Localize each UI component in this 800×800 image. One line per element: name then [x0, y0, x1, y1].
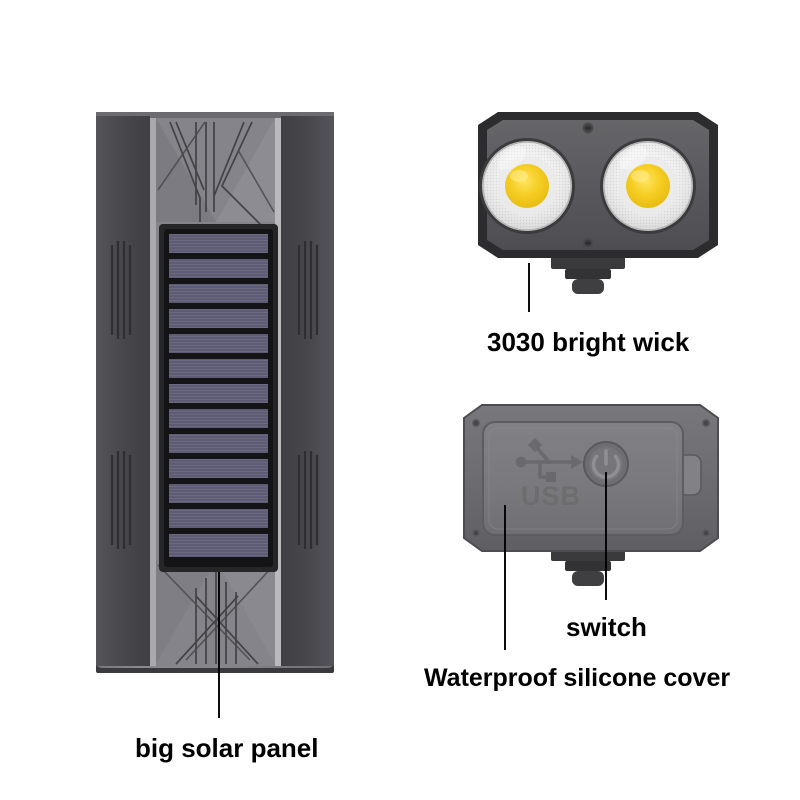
callout-labels: big solar panel 3030 bright wick switch …: [135, 327, 730, 763]
callout-leaders: [218, 263, 607, 718]
body-left-edge-highlight: [150, 118, 156, 666]
led-lens-left: [479, 138, 575, 234]
solar-cell-row: [169, 359, 268, 378]
solar-cell-row: [169, 384, 268, 403]
waterproof-silicone-cover[interactable]: [482, 421, 684, 536]
callout-label-switch: switch: [566, 612, 647, 642]
solar-cell-row: [169, 309, 268, 328]
callout-label-bright-wick: 3030 bright wick: [487, 327, 690, 357]
silicone-cover-inner-line: [488, 427, 678, 530]
solar-cell-row: [169, 459, 268, 478]
usb-switch-module: USB: [463, 404, 719, 586]
usb-housing-screws: [472, 419, 710, 537]
body-left-side-panel: [96, 116, 150, 666]
solar-cell-row: [169, 259, 268, 278]
led-mount-bracket: [551, 255, 625, 294]
top-chevron-facets: [156, 118, 275, 227]
solar-cell-row: [169, 534, 268, 557]
solar-cell-row: [169, 284, 268, 303]
left-vent-ribs-lower: [110, 451, 132, 549]
solar-cell-row: [169, 409, 268, 428]
left-vent-ribs: [110, 241, 132, 339]
callout-label-waterproof-cover: Waterproof silicone cover: [424, 664, 730, 692]
usb-trident-icon: [515, 437, 583, 482]
solar-panel-assembly: [159, 224, 278, 572]
right-vent-ribs: [297, 241, 319, 339]
solar-cell-row: [169, 509, 268, 528]
solar-light-main-body: [96, 112, 334, 673]
solar-cell-row: [169, 484, 268, 503]
solar-cell-rows: [169, 234, 268, 557]
body-top-bevel: [96, 112, 334, 119]
led-lens-core-left: [505, 164, 549, 208]
led-housing-screws: [582, 122, 594, 249]
usb-label: USB: [521, 481, 581, 511]
callout-label-big-solar-panel: big solar panel: [135, 733, 319, 763]
led-lens-right: [600, 138, 696, 234]
led-lens-core-right: [626, 164, 670, 208]
solar-cell-row: [169, 434, 268, 453]
right-vent-ribs-lower: [297, 451, 319, 549]
body-right-side-panel: [281, 116, 334, 666]
led-module: [478, 112, 718, 294]
bottom-chevron-facets: [156, 560, 275, 665]
solar-cell-row: [169, 334, 268, 353]
solar-cell-row: [169, 234, 268, 253]
power-switch-button[interactable]: [583, 441, 629, 487]
usb-housing-outline: [463, 404, 719, 552]
